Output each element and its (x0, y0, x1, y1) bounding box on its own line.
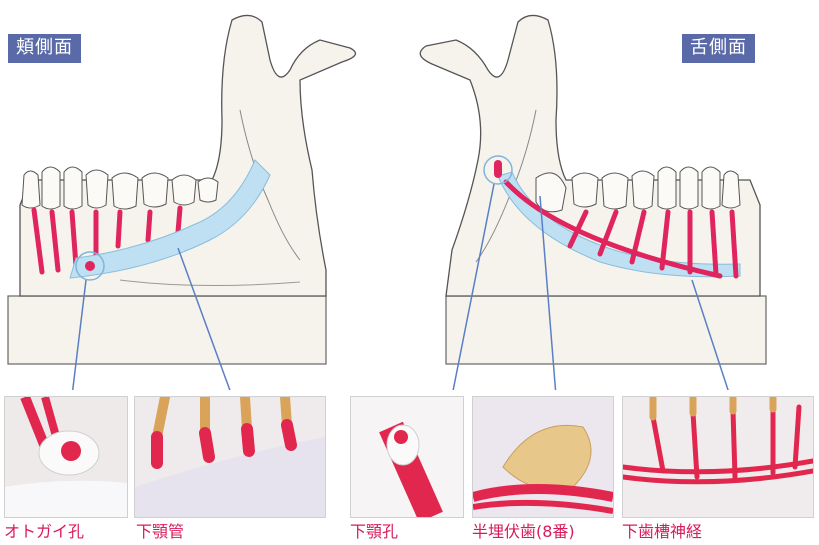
caption-mandibular-canal: 下顎管 (136, 522, 184, 542)
caption-mandibular-foramen: 下顎孔 (350, 522, 398, 542)
photo-inferior-alveolar-nerve (622, 396, 814, 518)
buccal-label: 頬側面 (8, 34, 81, 63)
caption-inferior-alveolar-nerve: 下歯槽神経 (622, 522, 702, 542)
lingual-base-block (446, 296, 766, 364)
buccal-base-block (8, 296, 326, 364)
photo-mandibular-foramen (350, 396, 464, 518)
caption-impacted-tooth: 半埋伏歯(8番) (472, 522, 575, 542)
buccal-mandible (8, 15, 355, 390)
lingual-label: 舌側面 (682, 34, 755, 63)
caption-mental-foramen: オトガイ孔 (4, 522, 84, 542)
buccal-teeth (22, 167, 218, 209)
photo-mandibular-canal (134, 396, 326, 518)
lingual-mandible (420, 15, 766, 390)
photo-impacted-tooth (472, 396, 614, 518)
photo-mental-foramen (4, 396, 128, 518)
